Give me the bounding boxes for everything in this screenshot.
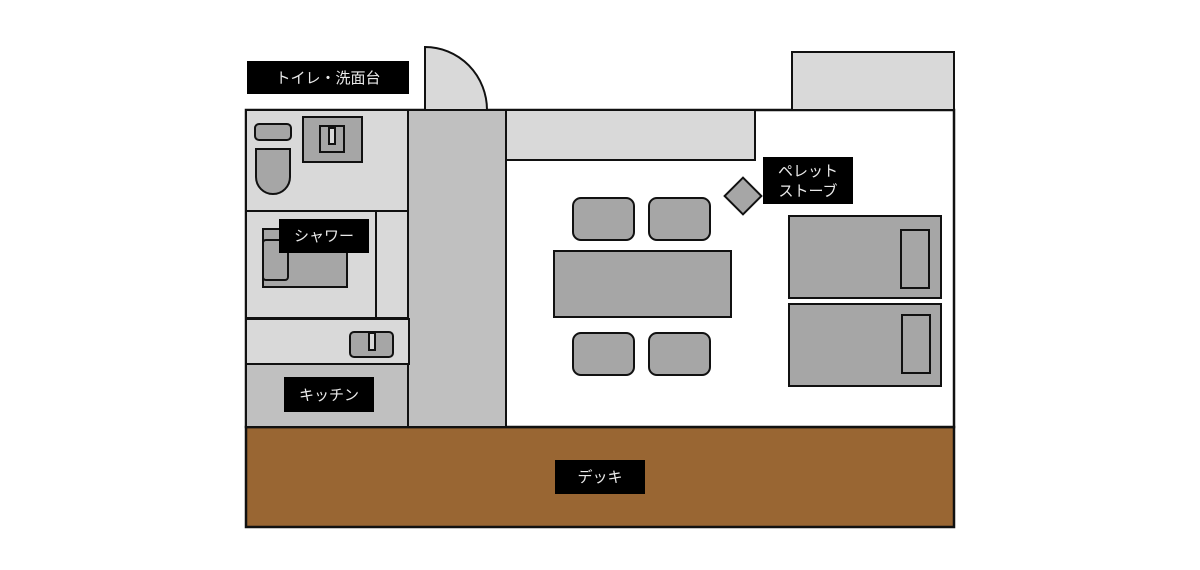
label-deck: デッキ <box>555 460 645 494</box>
label-stove-line2: ストーブ <box>778 182 837 200</box>
shower-strip <box>375 210 409 319</box>
label-kitchen: キッチン <box>284 377 374 412</box>
chair <box>572 332 635 376</box>
label-pellet-stove: ペレット ストーブ <box>763 157 853 204</box>
label-shower: シャワー <box>279 219 369 253</box>
pillow <box>901 314 931 374</box>
label-kitchen-text: キッチン <box>299 386 359 404</box>
toilet-tank <box>254 123 292 141</box>
kitchen-faucet <box>368 332 376 351</box>
corridor <box>407 109 507 428</box>
living-counter <box>505 109 756 161</box>
chair <box>648 332 711 376</box>
pillow <box>900 229 930 289</box>
entrance-door <box>424 45 489 111</box>
label-shower-text: シャワー <box>294 227 354 245</box>
label-toilet: トイレ・洗面台 <box>247 61 409 94</box>
label-deck-text: デッキ <box>577 468 622 486</box>
label-stove-line1: ペレット <box>778 162 838 180</box>
toilet-bowl <box>255 148 291 195</box>
outdoor-storage <box>791 51 955 111</box>
dining-table <box>553 250 732 318</box>
pellet-stove <box>723 176 763 216</box>
faucet <box>328 127 336 145</box>
chair <box>648 197 711 241</box>
chair <box>572 197 635 241</box>
label-toilet-text: トイレ・洗面台 <box>275 69 380 87</box>
